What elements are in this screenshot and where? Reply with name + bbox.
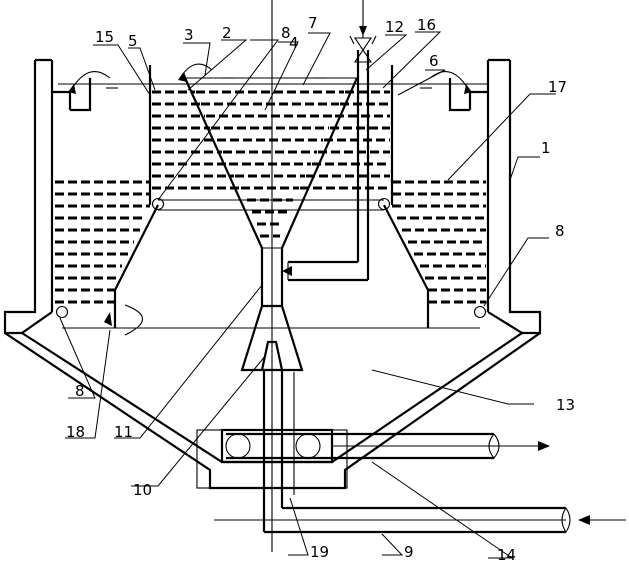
callout-18: 18 [66, 423, 85, 441]
pivot-joints [55, 197, 487, 319]
callout-4: 4 [289, 34, 299, 52]
callout-9: 9 [404, 543, 414, 561]
callout-6: 6 [429, 52, 439, 70]
callout-10: 10 [133, 481, 152, 499]
callout-7: 7 [308, 14, 318, 32]
callout-1: 1 [541, 139, 551, 157]
leader-lines [59, 31, 556, 559]
overflow-troughs [52, 70, 488, 112]
callout-8-left: 8 [75, 382, 85, 400]
callout-16: 16 [417, 16, 436, 34]
central-cone [183, 0, 359, 552]
callout-15: 15 [95, 28, 114, 46]
callout-8-right: 8 [555, 222, 565, 240]
callout-14: 14 [497, 546, 516, 564]
sludge-outlet-pipe [225, 432, 550, 460]
inlet-pipe [214, 370, 626, 534]
callout-3: 3 [184, 26, 194, 44]
callout-12: 12 [385, 18, 404, 36]
callout-5: 5 [128, 32, 138, 50]
callout-11: 11 [114, 423, 133, 441]
callout-8-top: 8 [281, 24, 291, 42]
callout-17: 17 [548, 78, 567, 96]
callout-19: 19 [310, 543, 329, 561]
dosing-pipe [282, 0, 377, 282]
callout-13: 13 [556, 396, 575, 414]
water-level-marks [58, 63, 488, 89]
callout-labels: 15 5 3 2 8 4 7 12 16 6 17 1 8 8 18 11 10… [66, 14, 575, 564]
callout-2: 2 [222, 24, 232, 42]
inclined-plates [55, 90, 486, 304]
